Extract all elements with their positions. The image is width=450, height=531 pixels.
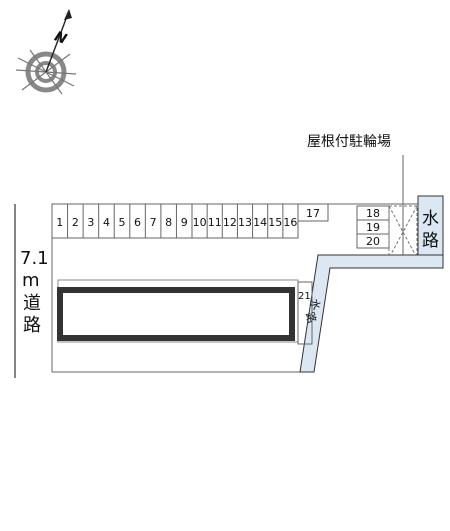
waterway-top-label-1: 水 [422,209,439,229]
parking-space-4-label: 4 [103,216,110,229]
parking-space-17 [297,203,329,222]
road-unit: m [22,270,40,291]
north-label: N [52,29,69,48]
waterway-top [417,195,444,263]
waterway-side-label-1: 水 [307,297,323,311]
parking-space-8-label: 8 [165,216,172,229]
parking-space-15-label: 15 [268,216,282,229]
parking-space-6-label: 6 [134,216,141,229]
parking-space-1-label: 1 [56,216,63,229]
parking-space-14-label: 14 [253,216,267,229]
parking-space-5-label: 5 [119,216,126,229]
parking-row-right: 18 19 20 [356,205,390,249]
parking-space-17-label: 17 [306,207,320,220]
compass-rose-icon [15,9,77,95]
parking-space-11-label: 11 [208,216,222,229]
parking-space-10-label: 10 [193,216,207,229]
waterway-side [299,254,444,373]
building [57,287,295,341]
parking-space-21-label: 21 [298,291,311,302]
parking-space-19-label: 19 [366,221,380,234]
parking-space-7-label: 7 [150,216,157,229]
parking-space-3-label: 3 [87,216,94,229]
parking-space-18-label: 18 [366,207,380,220]
parking-space-16-label: 16 [283,216,297,229]
parking-space-2-label: 2 [72,216,79,229]
parking-space-9-label: 9 [181,216,188,229]
road-label-2: 路 [23,315,41,336]
parking-space-13-label: 13 [238,216,252,229]
parking-space-21 [297,281,313,345]
waterway-side-label-2: 路 [303,310,319,324]
north-arrow-icon [64,9,72,20]
waterway-top-label-2: 路 [422,231,439,251]
parking-space-12-label: 12 [223,216,237,229]
parking-space-20-label: 20 [366,235,380,248]
road-width: 7.1 [20,248,49,269]
road-label-1: 道 [23,293,41,314]
bike-parking-label: 屋根付駐輪場 [307,133,391,150]
